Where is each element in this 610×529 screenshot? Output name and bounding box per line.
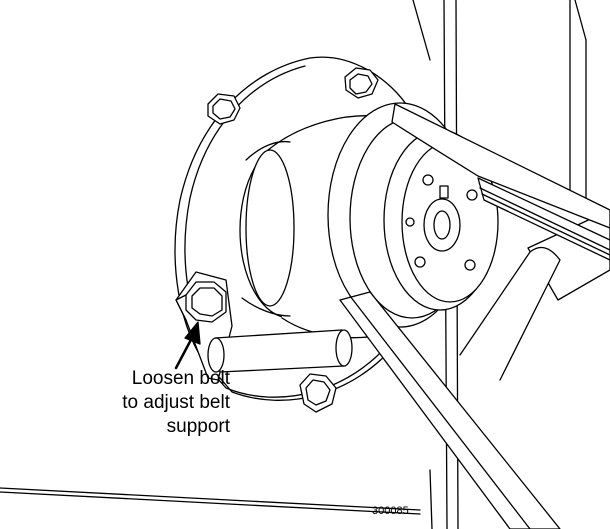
hex-bolt-top: [344, 67, 379, 99]
hex-bolt-lower-left: [175, 281, 227, 323]
callout-line-1: Loosen bolt: [131, 368, 230, 389]
pulley-sheave: [327, 102, 499, 328]
figure-number: 300085: [372, 505, 409, 517]
callout-arrow: [174, 321, 201, 370]
callout-text: Loosen bolt to adjust belt support: [10, 367, 230, 439]
callout-line-3: support: [166, 416, 230, 437]
callout-line-2: to adjust belt: [122, 392, 230, 413]
base-lines: [0, 469, 433, 529]
shaft-rod: [207, 329, 353, 373]
hex-bolt-bottom: [299, 373, 337, 413]
hex-bolt-upper-left: [207, 93, 241, 125]
drive-belt: [339, 103, 610, 529]
